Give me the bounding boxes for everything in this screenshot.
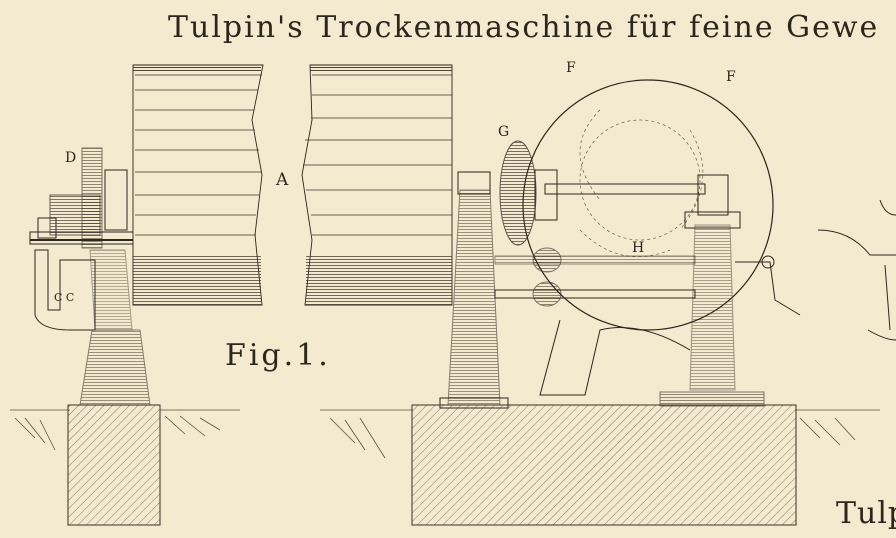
shafts — [494, 183, 706, 307]
label-cc: C C — [54, 291, 75, 304]
ground-left — [10, 409, 240, 451]
label-h: H — [632, 240, 645, 256]
gear-g — [499, 140, 558, 246]
foundation-center — [411, 404, 797, 526]
left-column — [439, 171, 509, 409]
label-f-right: F — [726, 69, 736, 85]
plate-title: Tulpin's Trockenmaschine für feine Gewe — [168, 10, 880, 45]
label-d: D — [65, 150, 77, 166]
right-column — [539, 174, 801, 407]
figure-label: Fig.1. — [225, 338, 331, 373]
wheel-f-blades — [579, 109, 704, 257]
label-g: G — [498, 124, 510, 140]
foundation-left — [67, 404, 161, 526]
label-a: A — [276, 170, 289, 190]
cropped-title-fragment: Tulp — [836, 496, 896, 531]
right-fragment — [817, 199, 896, 341]
drum-a-right — [301, 64, 453, 306]
ground-center — [320, 409, 880, 459]
drum-a-left — [132, 64, 264, 306]
side-view-machine — [29, 147, 160, 406]
label-f-left: F — [566, 60, 576, 76]
